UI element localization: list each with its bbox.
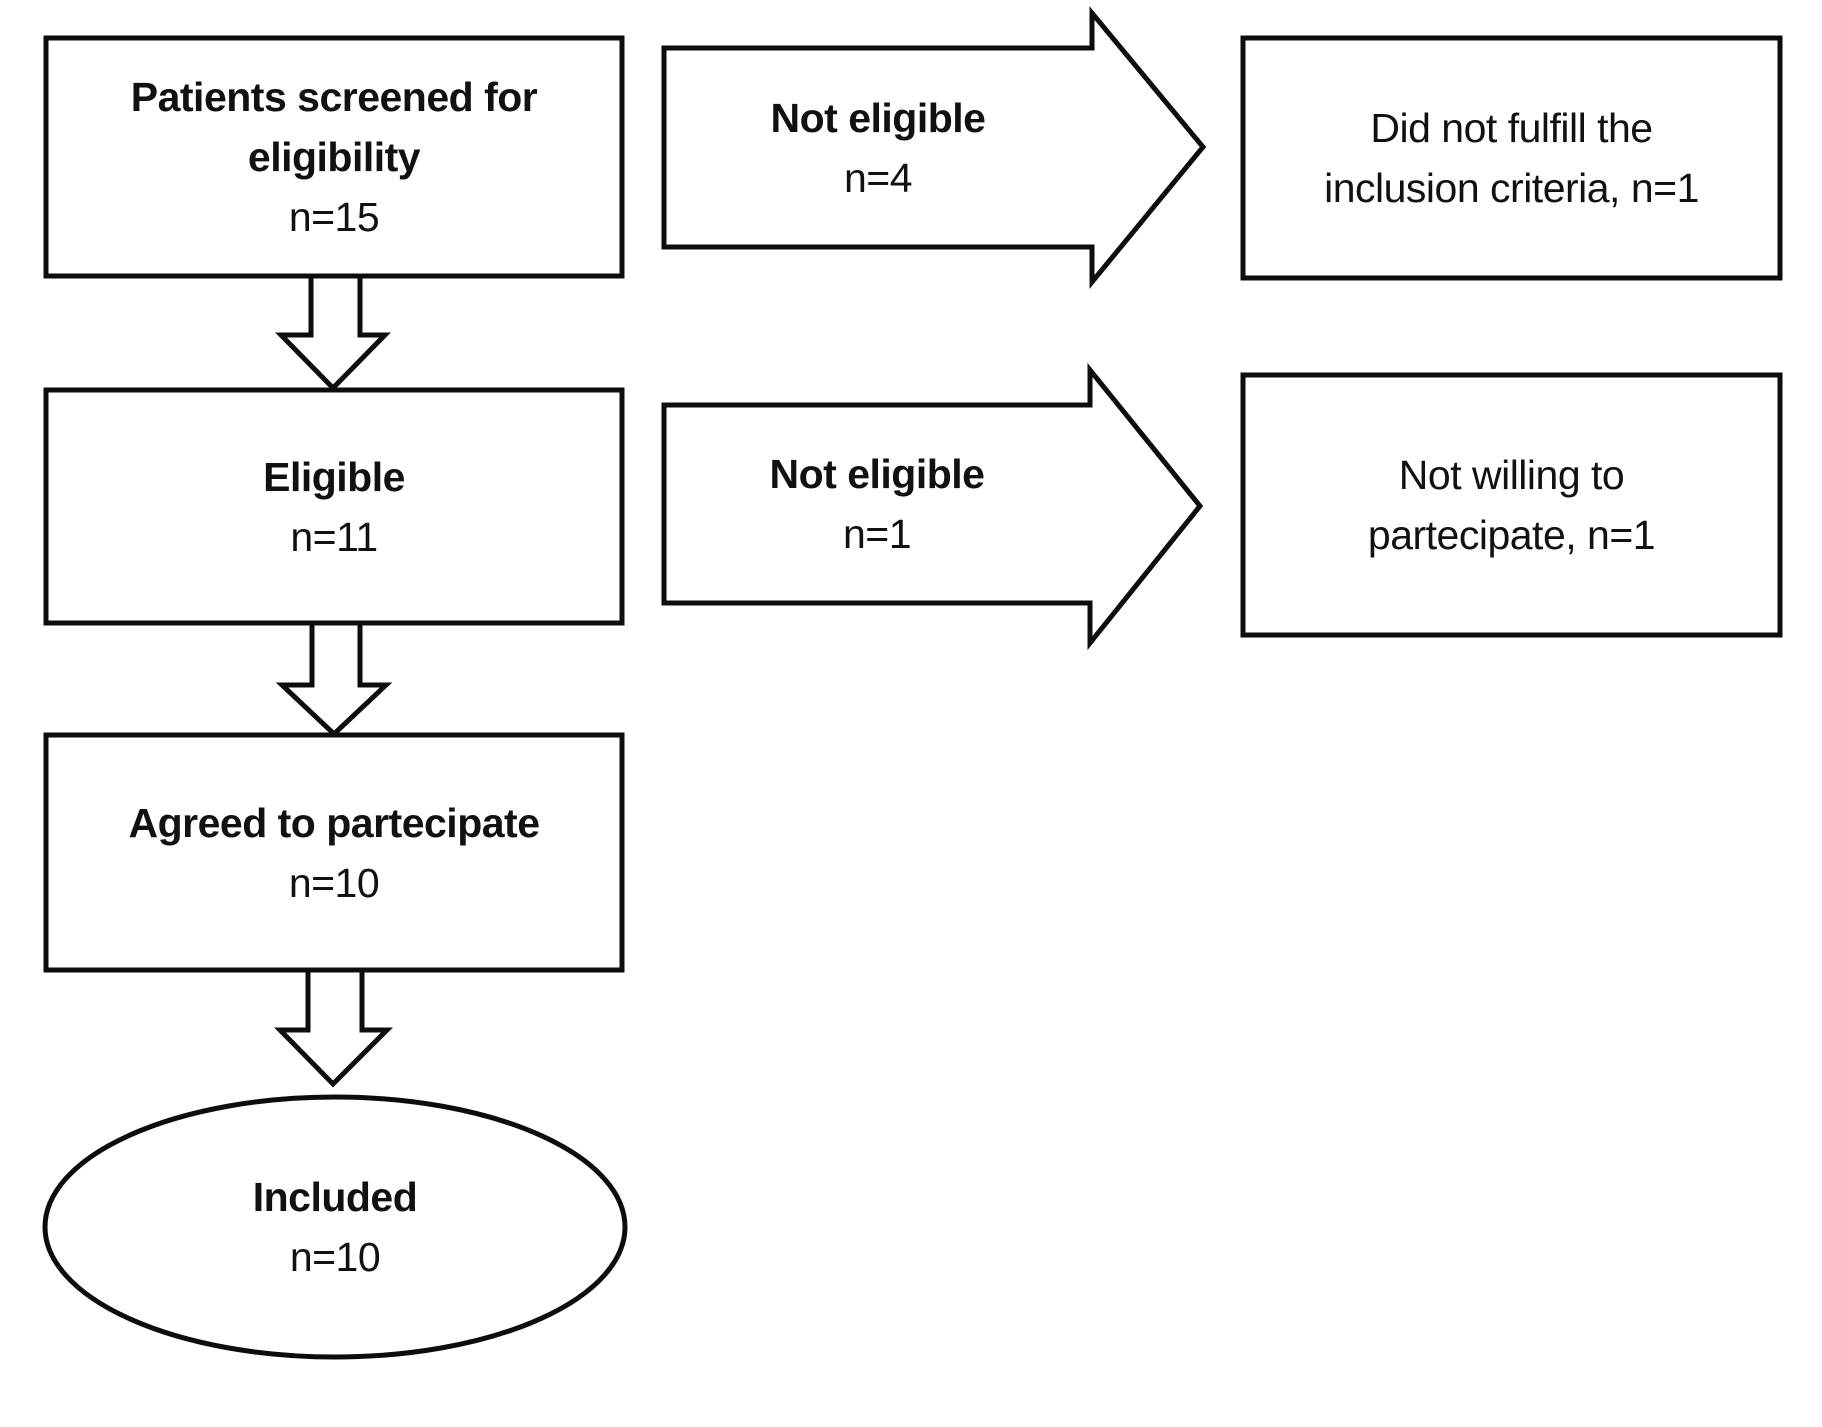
block-arrow-not-eligible-1 [661, 6, 1207, 289]
screened-title-line-2: eligibility [247, 134, 421, 180]
eligible-count: n=11 [290, 513, 378, 560]
down-arrow-2 [275, 620, 393, 738]
label-included: Included n=10 [45, 1097, 625, 1357]
included-title: Included [252, 1174, 418, 1220]
label-not-eligible-1: Not eligible n=4 [664, 48, 1092, 247]
did-not-fulfill-line-1: Did not fulfill the [1370, 105, 1653, 151]
not-eligible-1-title: Not eligible [770, 94, 986, 141]
label-screened: Patients screened for eligibility n=15 [46, 38, 622, 276]
screened-title-line-1: Patients screened for [130, 74, 538, 120]
box-eligible [43, 387, 625, 626]
not-willing-line-1: Not willing to [1398, 452, 1625, 498]
agreed-title: Agreed to partecipate [128, 799, 541, 846]
eligible-title: Eligible [263, 453, 405, 500]
label-agreed: Agreed to partecipate n=10 [46, 735, 622, 970]
screened-count: n=15 [288, 194, 380, 240]
label-did-not-fulfill: Did not fulfill the inclusion criteria, … [1243, 38, 1780, 278]
box-screened [43, 35, 625, 279]
not-eligible-2-count: n=1 [842, 511, 912, 557]
down-arrow-3 [274, 967, 394, 1088]
down-arrow-1 [275, 273, 391, 392]
agreed-count: n=10 [288, 859, 380, 906]
did-not-fulfill-line-2: inclusion criteria, n=1 [1324, 165, 1699, 211]
not-eligible-1-count: n=4 [843, 154, 913, 201]
box-did-not-fulfill [1240, 35, 1783, 281]
label-not-eligible-2: Not eligible n=1 [664, 405, 1090, 603]
not-willing-line-2: partecipate, n=1 [1367, 512, 1656, 558]
included-count: n=10 [289, 1234, 381, 1280]
box-agreed [43, 732, 625, 973]
ellipse-included [42, 1094, 628, 1360]
block-arrow-not-eligible-2 [661, 362, 1204, 651]
label-eligible: Eligible n=11 [46, 390, 622, 623]
not-eligible-2-title: Not eligible [769, 451, 985, 497]
label-not-willing: Not willing to partecipate, n=1 [1243, 375, 1780, 635]
box-not-willing [1240, 372, 1783, 638]
